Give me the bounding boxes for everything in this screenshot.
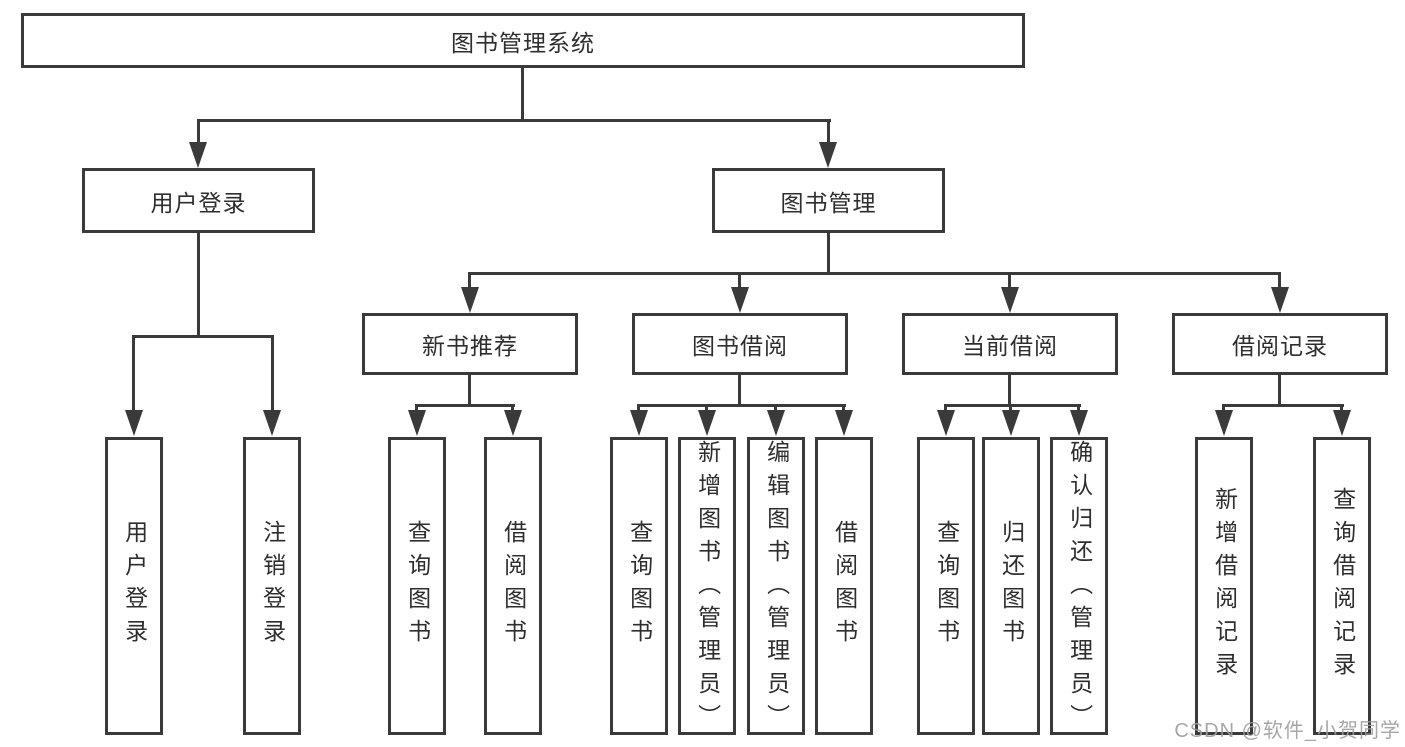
leaf-br-add-record-label: 新增借阅记录 [1211,487,1238,685]
node-user-login-label: 用户登录 [150,189,247,216]
leaf-cb-query-books: 查询图书 [917,437,975,735]
leaf-bb-query-books-label: 查询图书 [626,520,653,652]
leaf-user-login: 用户登录 [105,437,163,735]
node-book-borrowing: 图书借阅 [632,313,848,375]
connector-drop-cb-return [1009,404,1012,414]
connector-book-management-stem [827,233,830,275]
connector-drop-bb-add [705,404,708,414]
node-new-book-recommend-label: 新书推荐 [422,333,518,359]
connector-drop-br-add [1222,404,1225,414]
leaf-nb-borrow-books-label: 借阅图书 [500,520,527,652]
leaf-br-add-record: 新增借阅记录 [1195,437,1253,735]
connector-current-borrowing-stem [1008,375,1011,407]
arrowhead-cb-confirm [1070,410,1088,436]
node-book-borrowing-label: 图书借阅 [692,333,788,359]
connector-borrow-records-stem [1278,375,1281,407]
leaf-user-login-label: 用户登录 [121,520,148,652]
leaf-cb-return-books: 归还图书 [982,437,1040,735]
connector-root-stem [521,68,524,121]
leaf-logout: 注销登录 [243,437,301,735]
node-borrowing-records-label: 借阅记录 [1232,333,1328,359]
connector-drop-cb-confirm [1077,404,1080,414]
arrowhead-borrow-record [1271,287,1289,313]
leaf-bb-borrow-books-label: 借阅图书 [831,520,858,652]
connector-drop-nb-query [415,404,418,414]
connector-root-bus [197,119,831,122]
connector-drop-book-management [827,119,830,150]
arrowhead-br-add [1215,410,1233,436]
arrowhead-bb-add [698,410,716,436]
connector-drop-nb-borrow [511,404,514,414]
arrowhead-user-login [189,142,207,168]
node-root-label: 图书管理系统 [451,29,595,56]
node-current-borrowing: 当前借阅 [902,313,1118,375]
leaf-bb-query-books: 查询图书 [610,437,668,735]
arrowhead-logout-leaf [263,410,281,436]
leaf-nb-query-books-label: 查询图书 [404,520,431,652]
connector-borrow-records-bus [1222,404,1344,407]
connector-drop-book-borrow [738,272,741,290]
arrowhead-cb-query [937,410,955,436]
leaf-bb-edit-books-admin: 编辑图书（管理员） [747,437,805,737]
connector-drop-login-leaf [132,335,135,415]
arrowhead-login-leaf [125,410,143,436]
connector-user-login-bus [132,335,273,338]
arrowhead-new-book [461,287,479,313]
arrowhead-br-query [1333,410,1351,436]
leaf-cb-confirm-return-admin: 确认归还（管理员） [1050,437,1108,737]
node-borrowing-records: 借阅记录 [1172,313,1388,375]
node-new-book-recommend: 新书推荐 [362,313,578,375]
csdn-watermark: CSDN @软件_小贺同学 [1174,720,1401,742]
connector-drop-bb-edit [774,404,777,414]
leaf-nb-query-books: 查询图书 [388,437,446,735]
arrowhead-bb-query [630,410,648,436]
connector-drop-logout-leaf [271,335,274,415]
connector-drop-bb-borrow [842,404,845,414]
connector-drop-borrow-record [1278,272,1281,290]
arrowhead-bb-edit [767,410,785,436]
connector-drop-current-borrow [1008,272,1011,290]
arrowhead-nb-borrow [504,410,522,436]
connector-drop-new-book [468,272,471,290]
connector-user-login-stem [197,233,200,338]
arrowhead-book-borrow [731,287,749,313]
leaf-logout-label: 注销登录 [259,520,286,652]
node-root-library-system: 图书管理系统 [21,13,1025,68]
node-current-borrowing-label: 当前借阅 [962,333,1058,359]
leaf-bb-edit-books-admin-label: 编辑图书（管理员） [763,440,790,737]
connector-new-book-bus [415,404,515,407]
connector-drop-user-login [197,119,200,150]
connector-drop-cb-query [944,404,947,414]
node-book-management-label: 图书管理 [780,189,877,216]
leaf-nb-borrow-books: 借阅图书 [484,437,542,735]
node-book-management: 图书管理 [712,168,945,233]
leaf-br-query-record: 查询借阅记录 [1313,437,1371,735]
leaf-cb-query-books-label: 查询图书 [933,520,960,652]
connector-drop-bb-query [637,404,640,414]
leaf-cb-return-books-label: 归还图书 [998,520,1025,652]
connector-book-borrowing-bus [637,404,846,407]
connector-new-book-stem [468,375,471,407]
leaf-br-query-record-label: 查询借阅记录 [1329,487,1356,685]
leaf-bb-borrow-books: 借阅图书 [815,437,873,735]
arrowhead-bb-borrow [835,410,853,436]
connector-book-borrowing-stem [738,375,741,407]
node-user-login: 用户登录 [82,168,315,233]
connector-book-management-bus [468,272,1281,275]
connector-drop-br-query [1340,404,1343,414]
arrowhead-book-management [819,142,837,168]
leaf-bb-add-books-admin-label: 新增图书（管理员） [694,440,721,737]
arrowhead-current-borrow [1001,287,1019,313]
leaf-cb-confirm-return-admin-label: 确认归还（管理员） [1066,440,1093,737]
arrowhead-nb-query [408,410,426,436]
connector-current-borrowing-bus [944,404,1081,407]
arrowhead-cb-return [1002,410,1020,436]
leaf-bb-add-books-admin: 新增图书（管理员） [678,437,736,737]
